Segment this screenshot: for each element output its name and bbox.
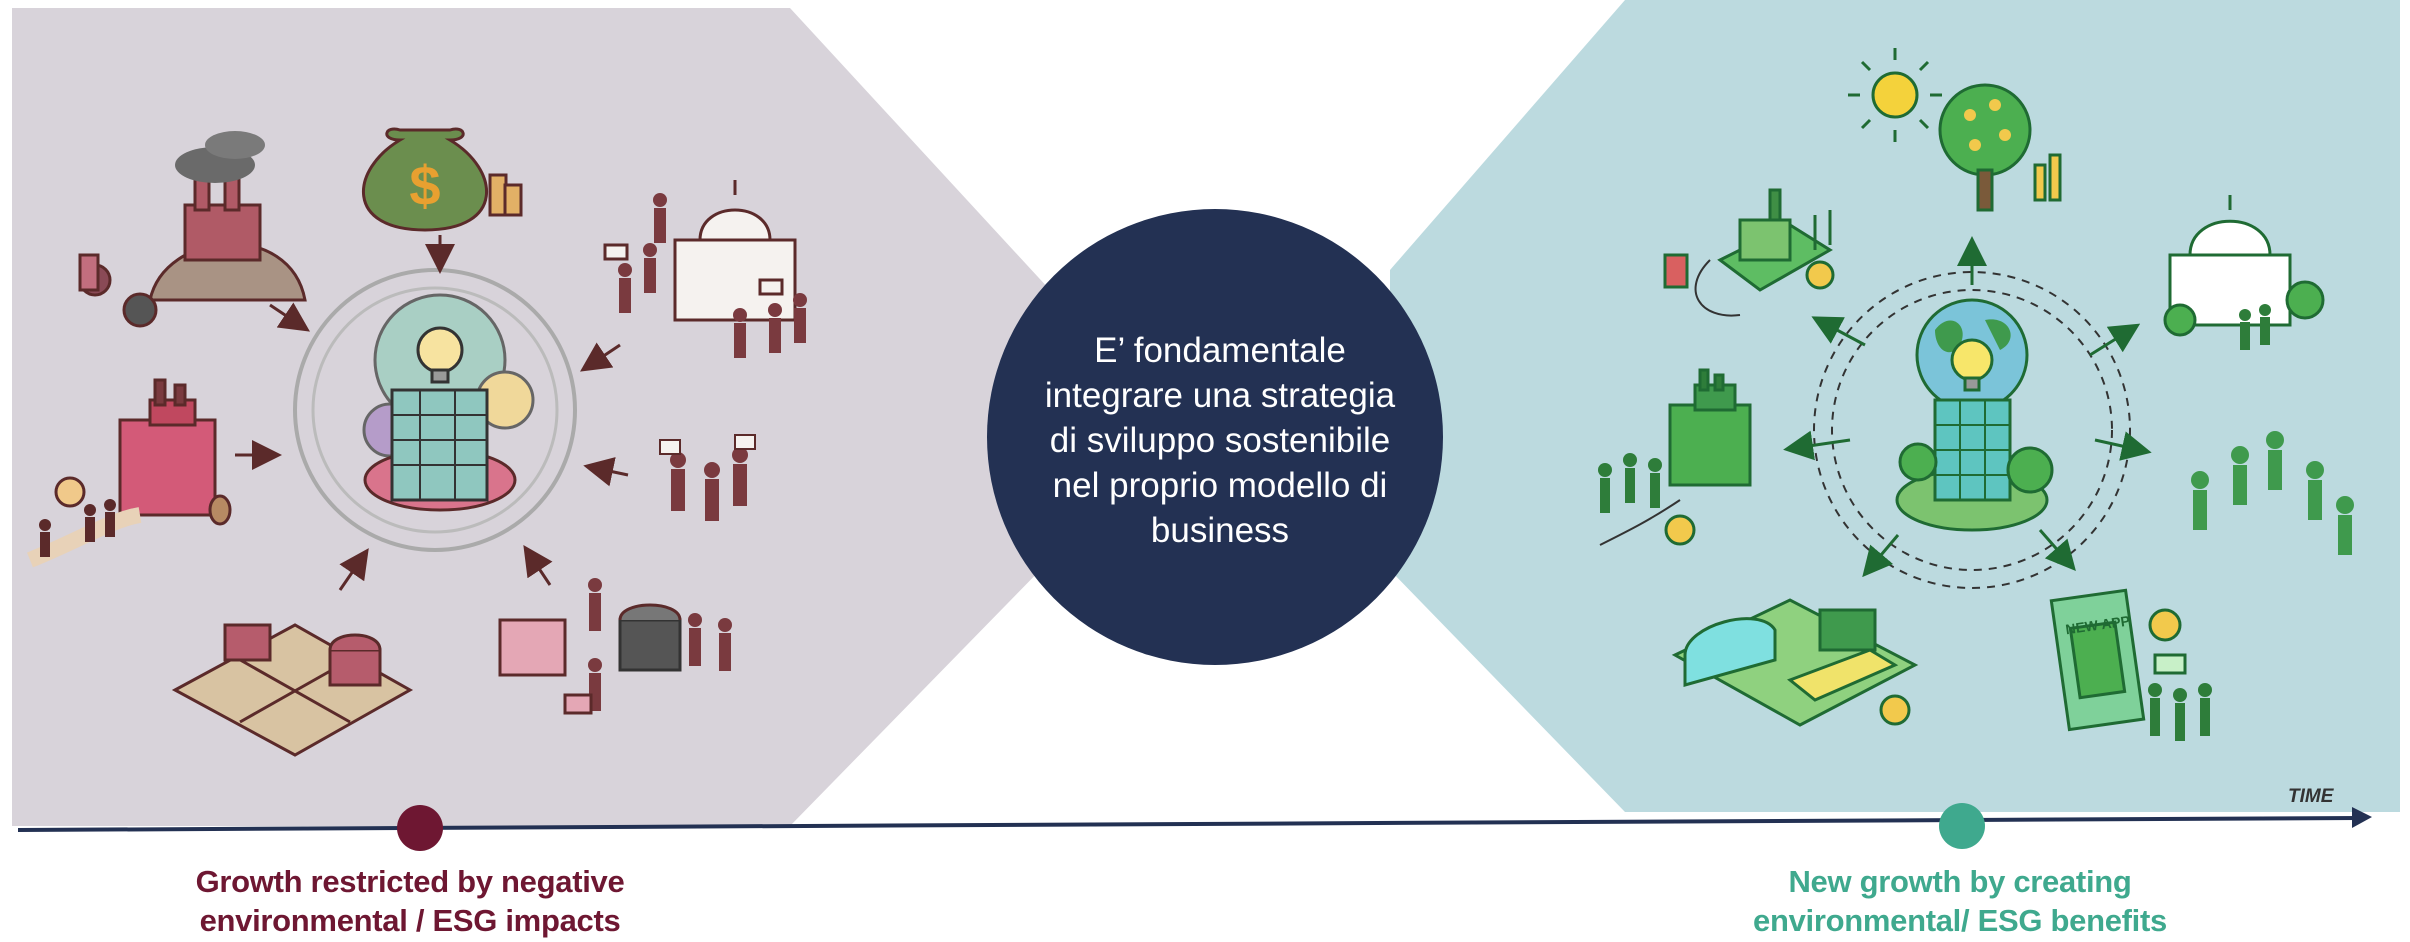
left-caption: Growth restricted by negative environmen… [110, 862, 710, 940]
left-marker-dot [397, 805, 443, 851]
left-caption-line: environmental / ESG impacts [199, 903, 621, 938]
right-panel [1390, 0, 2400, 812]
greenhouse-farm-icon [1671, 598, 1919, 727]
arrow-factory-to-center [269, 302, 310, 332]
right-tree-icon-2 [1898, 442, 1938, 482]
arrow-protest-to-center [580, 342, 621, 372]
industrial-plant-icon [27, 378, 232, 568]
arrow-to-celebration [2094, 431, 2152, 461]
money-bag-icon: $ [361, 127, 523, 232]
right-marker-dot [1939, 803, 1985, 849]
arrow-market-to-center [523, 545, 553, 586]
left-illustrations: $ [27, 127, 807, 757]
time-axis-arrowhead [2352, 807, 2372, 828]
green-plant-icon [1598, 368, 1752, 546]
time-axis-label: TIME [2288, 786, 2334, 807]
center-statement-line: nel proprio modello di [1052, 466, 1388, 505]
right-cycle-ring [1813, 271, 2131, 589]
government-building-icon [2163, 195, 2325, 350]
money-tree-icon [1938, 83, 2062, 212]
center-statement: E’ fondamentale integrare una strategia … [1000, 328, 1440, 553]
arrow-to-app [2038, 529, 2076, 572]
right-caption-line: New growth by creating [1788, 864, 2132, 899]
right-cycle-ring-inner [1831, 289, 2113, 571]
green-factory-icon [1663, 188, 1835, 317]
right-tree-icon [2006, 446, 2054, 494]
new-app-icon: NEW APP [2049, 588, 2212, 741]
right-lightbulb-icon [1950, 338, 1994, 392]
svg-text:$: $ [409, 154, 440, 217]
polluting-factory-icon [78, 131, 307, 328]
arrow-farm-to-center [338, 548, 369, 591]
arrow-to-government [2089, 323, 2141, 357]
consumer-market-icon [498, 578, 732, 715]
center-circle [987, 209, 1443, 665]
left-panel [12, 8, 1050, 826]
left-lightbulb-icon [416, 326, 464, 384]
arrow-protesters-to-center [583, 457, 629, 487]
dry-farmland-icon [171, 623, 414, 757]
right-caption-line: environmental/ ESG benefits [1753, 903, 2167, 938]
center-statement-line: integrare una strategia [1044, 376, 1396, 415]
protesters-icon [659, 434, 756, 521]
left-caption-line: Growth restricted by negative [195, 864, 625, 899]
sun-icon [1848, 48, 1942, 142]
celebrating-people-icon [2191, 431, 2354, 555]
left-cycle-ring-inner [311, 286, 559, 534]
arrow-to-green-factory [1811, 316, 1866, 347]
arrow-to-greenhouse [1862, 534, 1900, 578]
protest-at-government-icon [603, 180, 807, 358]
right-caption: New growth by creating environmental/ ES… [1660, 862, 2260, 940]
left-building-icon [390, 388, 489, 502]
center-statement-line: E’ fondamentale [1094, 331, 1346, 370]
arrow-to-green-plant [1783, 430, 1851, 461]
center-statement-line: business [1150, 511, 1290, 550]
right-illustrations: NEW APP [1598, 48, 2354, 741]
center-statement-line: di sviluppo sostenibile [1049, 421, 1391, 460]
